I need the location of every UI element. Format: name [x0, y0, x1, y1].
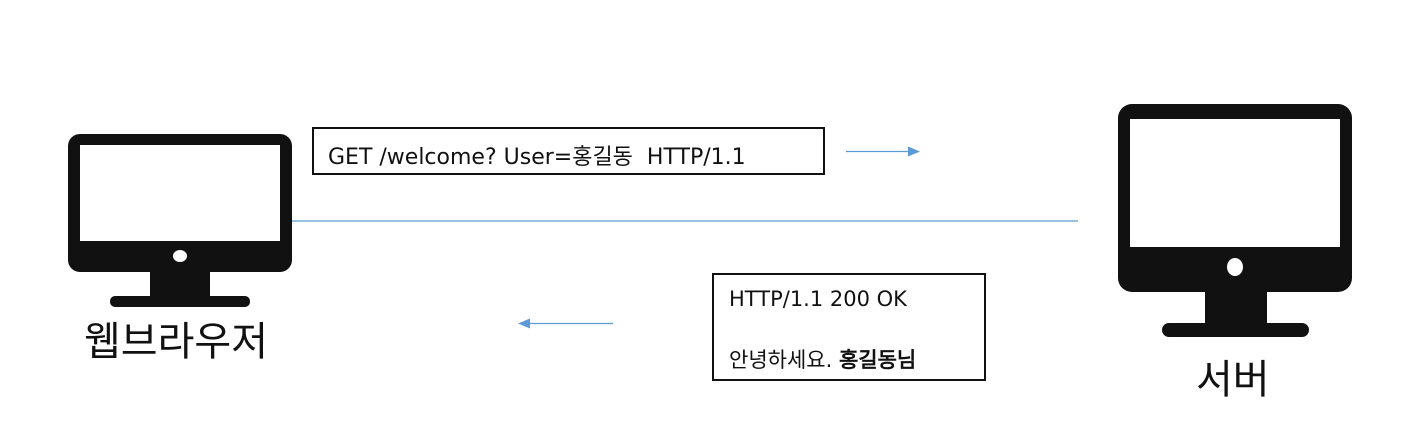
server-monitor-icon [1118, 104, 1352, 338]
response-user-name: 홍길동님 [838, 348, 917, 372]
request-line: GET /welcome? User=홍길동 HTTP/1.1 [328, 145, 746, 170]
response-arrow [518, 318, 613, 329]
response-message-box: HTTP/1.1 200 OK 안녕하세요. 홍길동님 [712, 273, 986, 381]
client-monitor-icon [68, 134, 292, 308]
server-label: 서버 [1196, 357, 1270, 403]
request-arrow [846, 146, 920, 157]
response-greeting: 안녕하세요. [729, 348, 839, 372]
request-message-box: GET /welcome? User=홍길동 HTTP/1.1 [312, 127, 825, 175]
response-status-line: HTTP/1.1 200 OK [729, 287, 907, 311]
client-label: 웹브라우저 [84, 319, 268, 365]
response-body: 안녕하세요. 홍길동님 [729, 344, 916, 374]
